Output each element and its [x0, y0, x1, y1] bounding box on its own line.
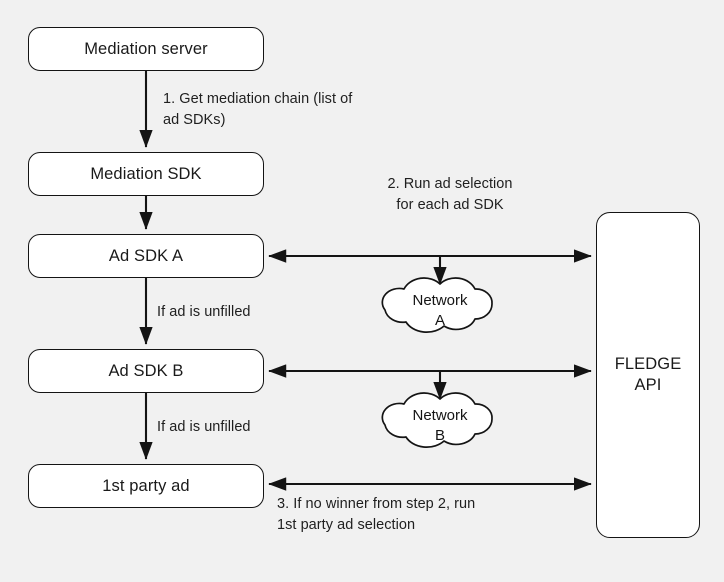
node-network-a-label: Network A — [365, 291, 515, 330]
node-ad-sdk-a-label: Ad SDK A — [108, 246, 184, 265]
node-ad-sdk-b-label: Ad SDK B — [108, 361, 184, 380]
node-network-b-label-line2: B — [434, 426, 445, 444]
cloud-icon-network-b — [381, 392, 493, 448]
node-ad-sdk-a[interactable]: Ad SDK A — [28, 234, 264, 278]
node-mediation-sdk[interactable]: Mediation SDK — [28, 152, 264, 196]
node-first-party-ad-label: 1st party ad — [102, 476, 190, 495]
node-fledge-api-label-line1: FLEDGE — [614, 355, 682, 374]
node-mediation-server-label: Mediation server — [84, 39, 208, 58]
node-mediation-sdk-label: Mediation SDK — [90, 164, 202, 183]
cloud-icon-network-a — [381, 277, 493, 333]
edge-label-step-2: 2. Run ad selection for each ad SDK — [387, 176, 513, 214]
node-network-b-label: Network B — [365, 406, 515, 445]
node-network-b-label-line1: Network — [412, 407, 468, 424]
node-network-a-label-line2: A — [434, 311, 445, 329]
node-first-party-ad[interactable]: 1st party ad — [28, 464, 264, 508]
node-fledge-api-label-line2: API — [634, 376, 662, 394]
edge-label-if-ad-unfilled-b: If ad is unfilled — [157, 419, 251, 435]
node-ad-sdk-b[interactable]: Ad SDK B — [28, 349, 264, 393]
node-mediation-server[interactable]: Mediation server — [28, 27, 264, 71]
node-fledge-api[interactable]: FLEDGE API — [596, 212, 700, 538]
edge-label-step-1: 1. Get mediation chain (list of ad SDKs) — [163, 91, 353, 129]
edge-label-step-3: 3. If no winner from step 2, run 1st par… — [277, 496, 476, 534]
edge-label-if-ad-unfilled-a: If ad is unfilled — [157, 304, 251, 320]
node-network-a-label-line1: Network — [412, 292, 468, 309]
